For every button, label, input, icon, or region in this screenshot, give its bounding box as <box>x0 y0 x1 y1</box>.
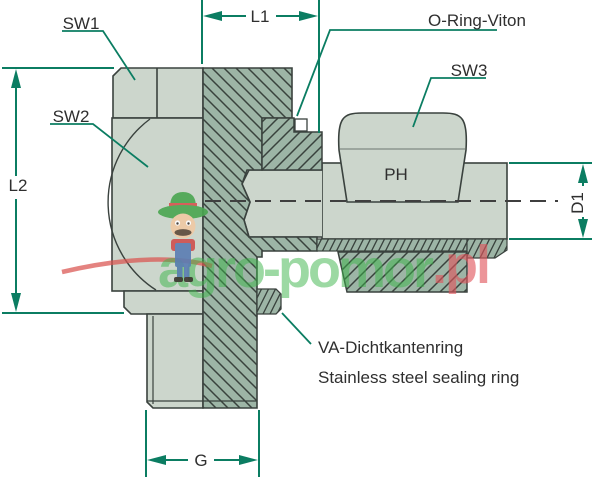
g-arrow-left <box>147 455 166 465</box>
farmer-hat-brim <box>158 205 208 219</box>
sw1-leader <box>62 30 136 81</box>
threaded-stud <box>146 313 204 409</box>
d1-arrow-down <box>578 219 588 238</box>
d1-arrow-up <box>578 164 588 183</box>
o-ring-label: O-Ring-Viton <box>428 11 526 30</box>
o-ring <box>294 118 308 132</box>
farmer-leg-left <box>177 266 183 278</box>
o-ring-leader <box>296 29 497 117</box>
farmer-pupil-left <box>176 222 179 225</box>
sw2-label: SW2 <box>53 107 90 126</box>
watermark-suffix: .pl <box>432 235 489 295</box>
sw3-leader <box>412 77 486 128</box>
l1-arrow-left <box>203 11 222 21</box>
g-label: G <box>194 451 207 470</box>
va-sealing-ring <box>256 288 282 315</box>
farmer-boot-right <box>184 277 193 282</box>
sealing-ring-label-de: VA-Dichtkantenring <box>318 338 463 357</box>
farmer-pupil-right <box>187 222 190 225</box>
d1-label: D1 <box>568 192 587 214</box>
dimension-arrows <box>11 11 588 465</box>
l2-arrow-down <box>11 293 21 312</box>
hex-nut-sw1 <box>112 67 204 119</box>
body-sphere-arc <box>107 118 157 291</box>
farmer-mascot <box>158 192 208 282</box>
watermark-brand: agro-pomor <box>158 239 434 299</box>
l1-label: L1 <box>251 7 270 26</box>
leader-lines <box>50 29 497 345</box>
farmer-overalls <box>175 243 191 267</box>
section-port <box>261 117 323 171</box>
farmer-boot-left <box>174 277 183 282</box>
g-arrow-right <box>239 455 258 465</box>
l1-arrow-right <box>299 11 318 21</box>
section-nut-lower <box>337 251 468 293</box>
sw3-label: SW3 <box>451 61 488 80</box>
sw2-leader <box>50 123 149 168</box>
l2-arrow-up <box>11 69 21 88</box>
va-ring-leader <box>281 312 312 345</box>
bore <box>242 170 322 237</box>
sealing-ring-label-en: Stainless steel sealing ring <box>318 368 519 387</box>
ph-marking: PH <box>384 165 408 184</box>
l2-label: L2 <box>9 176 28 195</box>
sw1-label: SW1 <box>63 14 100 33</box>
watermark-swoosh <box>61 257 213 275</box>
farmer-leg-right <box>184 266 190 278</box>
watermark: agro-pomor .pl <box>61 192 491 299</box>
swivel-nut-sw3 <box>337 112 468 203</box>
farmer-mustache <box>174 229 192 236</box>
